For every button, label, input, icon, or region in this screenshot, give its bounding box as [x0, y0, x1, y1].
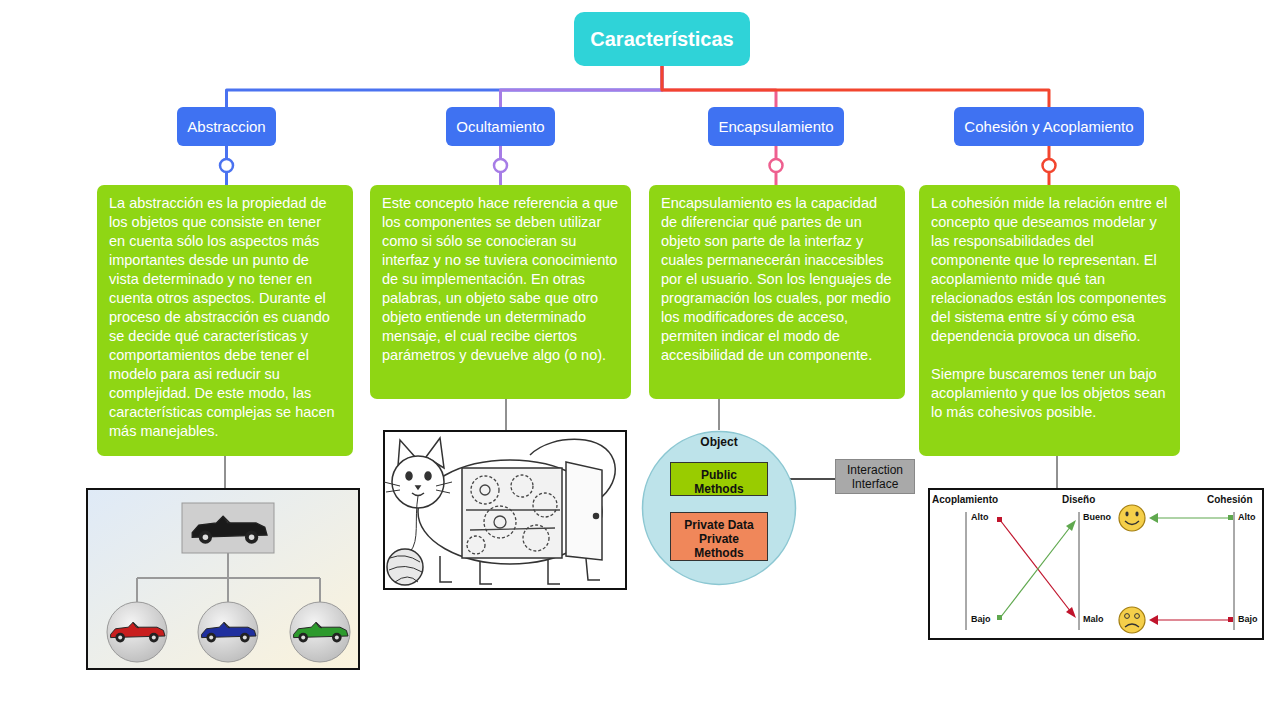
node-text: Private Data Private Methods: [675, 513, 763, 560]
car-circle: [290, 602, 350, 662]
object-circle: ObjectPublic MethodsPrivate Data Private…: [641, 430, 797, 586]
connector: [770, 146, 783, 185]
connector: [1043, 146, 1056, 185]
node-text: Object: [641, 430, 797, 449]
node-text: Interaction Interface: [840, 463, 910, 491]
gears: [466, 475, 560, 554]
node-text: Características: [590, 28, 733, 51]
yarn-ball: [387, 549, 423, 585]
node-text: Encapsulamiento es la capacidad de difer…: [661, 194, 893, 365]
cat-door: [566, 462, 602, 560]
car-icon: [202, 622, 256, 642]
public-box: Public Methods: [670, 462, 768, 496]
axis-label: Cohesión: [1207, 494, 1253, 506]
axis-label: Acoplamiento: [932, 494, 998, 506]
picture-frame: [929, 489, 1263, 639]
tree-lines: [137, 553, 320, 602]
axis-label: Diseño: [1062, 494, 1095, 506]
connector-dot: [770, 159, 783, 172]
node-text: Siempre buscaremos tener un bajo acoplam…: [931, 365, 1168, 422]
cat-head: [392, 456, 444, 508]
connector-line: [719, 399, 720, 430]
picture-frame: [384, 431, 626, 589]
green-arrow: [1149, 513, 1233, 523]
connector-line: [501, 66, 663, 107]
connector: [501, 66, 663, 107]
node-text: Abstraccion: [187, 118, 265, 135]
interface-box: Interaction Interface: [835, 459, 915, 494]
axis-label: Alto: [971, 512, 989, 523]
connector: [220, 146, 233, 185]
leader-line: [506, 399, 507, 430]
car-icon: [111, 622, 165, 642]
branch-box: Abstraccion: [177, 107, 276, 146]
axis-lines: [966, 512, 1234, 630]
green-arrow: [997, 520, 1076, 620]
branch-box: Ocultamiento: [446, 107, 555, 146]
connector: [227, 66, 663, 107]
cohesion-chart: [929, 489, 1263, 639]
sad-face: [1119, 607, 1145, 633]
car-circle: [198, 602, 258, 662]
car-icon: [294, 622, 348, 642]
cat-illustration: [384, 431, 626, 589]
car-box: [182, 503, 274, 553]
branch-box: Encapsulamiento: [708, 107, 844, 146]
description-box: La abstracción es la propiedad de los ob…: [97, 185, 353, 456]
connector: [662, 66, 776, 107]
node-text: Cohesión y Acoplamiento: [964, 118, 1133, 135]
branch-box: Cohesión y Acoplamiento: [954, 107, 1144, 146]
description-box: La cohesión mide la relación entre el co…: [919, 185, 1180, 456]
connector-dot: [494, 159, 507, 172]
door-knob: [594, 514, 599, 519]
yarn-thread: [410, 496, 418, 552]
connector-line: [662, 66, 1049, 107]
connector: [494, 146, 507, 185]
red-arrow: [1149, 615, 1233, 625]
cat-panel: [462, 468, 562, 558]
leader-line: [225, 456, 226, 488]
axis-label: Bajo: [1238, 614, 1258, 625]
cat-face: [384, 472, 452, 496]
leader-line: [1057, 456, 1058, 488]
node-text: Public Methods: [675, 463, 763, 496]
topic-box: Características: [574, 12, 750, 66]
connector-line: [227, 66, 663, 107]
axis-label: Alto: [1238, 512, 1256, 523]
private-box: Private Data Private Methods: [670, 512, 768, 561]
car-icon: [192, 516, 267, 544]
red-arrow: [997, 517, 1076, 618]
connector: [719, 399, 720, 430]
axis-label: Malo: [1083, 614, 1104, 625]
connector-line: [662, 66, 776, 107]
node-text: Este concepto hace referencia a que los …: [382, 194, 619, 365]
node-text: La cohesión mide la relación entre el co…: [931, 194, 1168, 346]
car-circle: [107, 602, 167, 662]
node-text: Ocultamiento: [456, 118, 544, 135]
happy-face: [1119, 505, 1145, 531]
axis-label: Bueno: [1083, 512, 1111, 523]
cat-body: [418, 460, 602, 564]
node-text: Encapsulamiento: [718, 118, 833, 135]
connector-dot: [1043, 159, 1056, 172]
circle-outline: [641, 430, 797, 586]
connector-dot: [220, 159, 233, 172]
axis-label: Bajo: [971, 614, 991, 625]
node-text: La abstracción es la propiedad de los ob…: [109, 194, 341, 441]
description-box: Encapsulamiento es la capacidad de difer…: [649, 185, 905, 399]
yarn-lines: [389, 556, 422, 582]
car-hierarchy-illustration: [87, 489, 359, 669]
connector: [662, 66, 1049, 107]
picture-frame: [87, 489, 359, 669]
description-box: Este concepto hace referencia a que los …: [370, 185, 631, 399]
